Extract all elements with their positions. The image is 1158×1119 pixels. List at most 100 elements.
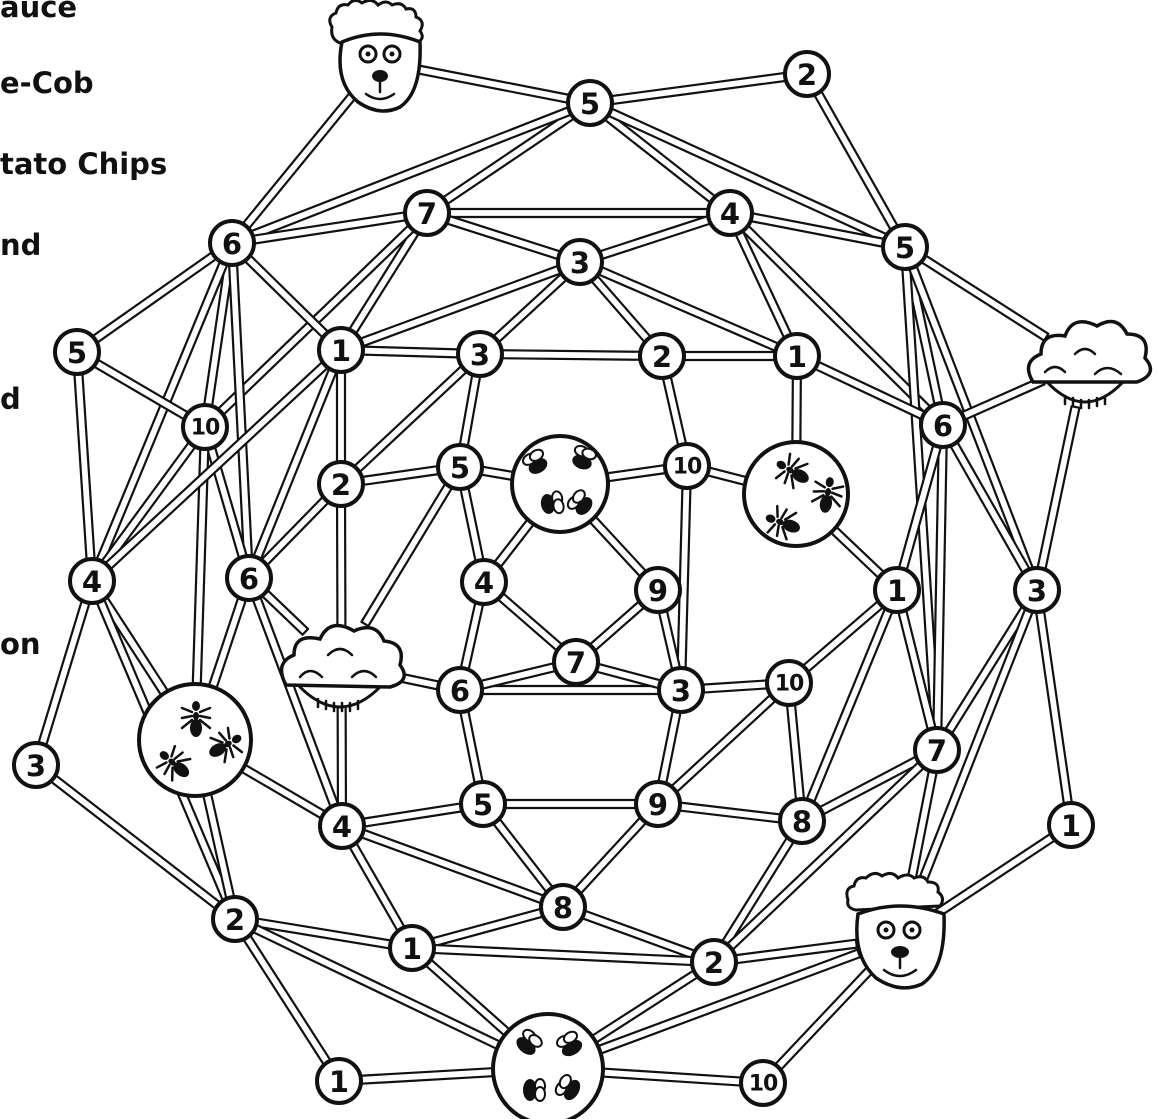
bees-bottom-icon[interactable] xyxy=(491,1012,605,1119)
node-circle[interactable] xyxy=(317,460,365,508)
number-node-n34[interactable]: 1 xyxy=(1047,801,1095,849)
node-circle[interactable] xyxy=(690,938,738,986)
node-circle[interactable] xyxy=(739,1059,787,1107)
node-circle[interactable] xyxy=(318,802,366,850)
stick-n34-dogB xyxy=(933,830,1060,919)
number-node-n9[interactable]: 1 xyxy=(317,326,365,374)
stick-n10-n11 xyxy=(496,349,646,361)
cloud-right-icon[interactable] xyxy=(1026,319,1153,410)
number-node-n32[interactable]: 8 xyxy=(778,797,826,845)
node-circle[interactable] xyxy=(663,442,711,490)
number-node-n8[interactable]: 5 xyxy=(53,328,101,376)
node-circle[interactable] xyxy=(1013,566,1061,614)
number-node-n37[interactable]: 1 xyxy=(388,924,436,972)
node-circle[interactable] xyxy=(773,332,821,380)
stick-n3-n4 xyxy=(443,207,714,219)
node-circle[interactable] xyxy=(208,219,256,267)
node-circle[interactable] xyxy=(225,554,273,602)
number-node-n11[interactable]: 2 xyxy=(638,332,686,380)
number-node-n16[interactable]: 5 xyxy=(436,443,484,491)
node-circle[interactable] xyxy=(765,659,813,707)
stick-n9-n15 xyxy=(335,366,347,468)
number-node-n30[interactable]: 5 xyxy=(459,780,507,828)
number-node-n13[interactable]: 10 xyxy=(181,403,229,451)
node-circle[interactable] xyxy=(211,895,259,943)
node-circle[interactable] xyxy=(53,328,101,376)
ants-center-icon[interactable] xyxy=(742,440,850,548)
number-node-n12[interactable]: 1 xyxy=(773,332,821,380)
number-node-n20[interactable]: 4 xyxy=(68,557,116,605)
number-node-n14[interactable]: 6 xyxy=(919,401,967,449)
number-node-n39[interactable]: 1 xyxy=(315,1057,363,1105)
bees-center-icon[interactable] xyxy=(510,434,610,534)
number-node-n31[interactable]: 9 xyxy=(634,780,682,828)
node-circle[interactable] xyxy=(12,741,60,789)
stick-n4-n6 xyxy=(594,213,716,262)
node-circle[interactable] xyxy=(315,1057,363,1105)
number-node-n5[interactable]: 6 xyxy=(208,219,256,267)
node-circle[interactable] xyxy=(657,666,705,714)
cloud-left-icon[interactable] xyxy=(279,623,406,713)
node-circle[interactable] xyxy=(783,50,831,98)
stick-n31-n32 xyxy=(674,801,786,824)
node-circle[interactable] xyxy=(317,326,365,374)
node-circle[interactable] xyxy=(778,797,826,845)
node-circle[interactable] xyxy=(706,189,754,237)
dog-top-icon[interactable] xyxy=(328,0,424,113)
node-circle[interactable] xyxy=(456,330,504,378)
number-node-n21[interactable]: 9 xyxy=(634,566,682,614)
node-circle[interactable] xyxy=(881,223,929,271)
stick-dogT-n1 xyxy=(417,64,575,105)
node-circle[interactable] xyxy=(68,557,116,605)
number-node-n25[interactable]: 6 xyxy=(436,666,484,714)
number-node-n6[interactable]: 3 xyxy=(556,238,604,286)
stick-n36-n37 xyxy=(427,906,548,949)
node-circle[interactable] xyxy=(919,401,967,449)
number-node-n35[interactable]: 2 xyxy=(211,895,259,943)
node-circle[interactable] xyxy=(181,403,229,451)
number-node-n2[interactable]: 2 xyxy=(783,50,831,98)
number-node-n24[interactable]: 7 xyxy=(552,638,600,686)
number-node-n22[interactable]: 1 xyxy=(873,566,921,614)
number-node-n28[interactable]: 3 xyxy=(12,741,60,789)
number-node-n36[interactable]: 8 xyxy=(539,883,587,931)
stick-beesC-n18 xyxy=(490,515,538,572)
number-node-n26[interactable]: 3 xyxy=(657,666,705,714)
node-circle[interactable] xyxy=(552,638,600,686)
node-circle[interactable] xyxy=(556,238,604,286)
node-circle[interactable] xyxy=(1047,801,1095,849)
number-node-n1[interactable]: 5 xyxy=(566,79,614,127)
node-circle[interactable] xyxy=(459,780,507,828)
node-circle[interactable] xyxy=(634,780,682,828)
node-circle[interactable] xyxy=(873,566,921,614)
node-circle[interactable] xyxy=(403,189,451,237)
number-node-n18[interactable]: 4 xyxy=(460,558,508,606)
node-circle[interactable] xyxy=(913,726,961,774)
number-node-n38[interactable]: 2 xyxy=(690,938,738,986)
node-circle[interactable] xyxy=(539,883,587,931)
dog-bottom-icon[interactable] xyxy=(845,871,946,990)
node-circle[interactable] xyxy=(638,332,686,380)
number-node-n10[interactable]: 3 xyxy=(456,330,504,378)
number-node-n7[interactable]: 5 xyxy=(881,223,929,271)
number-node-n29[interactable]: 4 xyxy=(318,802,366,850)
number-node-n3[interactable]: 7 xyxy=(403,189,451,237)
number-node-n17[interactable]: 10 xyxy=(663,442,711,490)
node-circle[interactable] xyxy=(634,566,682,614)
list-item-5: d xyxy=(0,382,21,416)
ants-left-icon[interactable] xyxy=(137,682,253,798)
number-node-n33[interactable]: 7 xyxy=(913,726,961,774)
stick-dogT-n5 xyxy=(239,89,359,233)
number-node-n19[interactable]: 6 xyxy=(225,554,273,602)
node-circle[interactable] xyxy=(388,924,436,972)
node-circle[interactable] xyxy=(460,558,508,606)
number-node-n15[interactable]: 2 xyxy=(317,460,365,508)
node-circle[interactable] xyxy=(436,443,484,491)
number-node-n4[interactable]: 4 xyxy=(706,189,754,237)
number-node-n40[interactable]: 10 xyxy=(739,1059,787,1107)
number-node-n27[interactable]: 10 xyxy=(765,659,813,707)
node-circle[interactable] xyxy=(566,79,614,127)
number-node-n23[interactable]: 3 xyxy=(1013,566,1061,614)
node-circle[interactable] xyxy=(436,666,484,714)
